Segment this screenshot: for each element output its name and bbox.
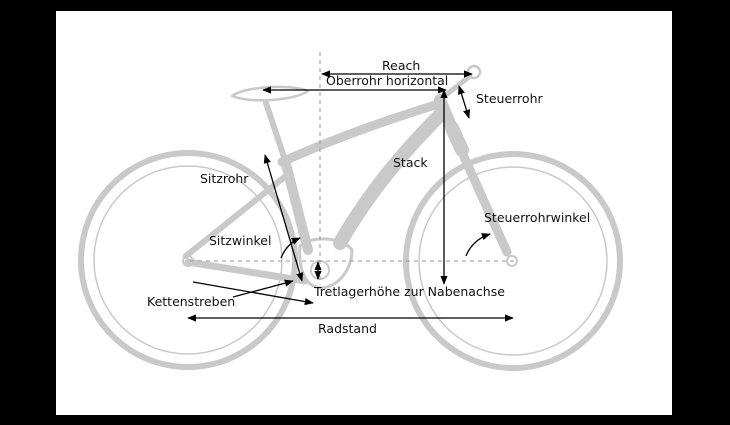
motor bbox=[298, 237, 354, 290]
chainstay-arrow-front bbox=[232, 279, 294, 298]
wheelbase-label: Radstand bbox=[318, 321, 377, 336]
dimension-lines bbox=[187, 70, 514, 322]
seat-angle-arc bbox=[280, 237, 301, 259]
labels: Reach Oberrohr horizontal Steuerrohr Sta… bbox=[147, 58, 590, 336]
seat-tube-arrow bbox=[263, 154, 304, 282]
head-angle-arc bbox=[465, 233, 491, 257]
chainstays-label: Kettenstreben bbox=[147, 294, 235, 309]
head-tube-arrow bbox=[457, 85, 471, 119]
seat-tube-label: Sitzrohr bbox=[200, 171, 249, 186]
front-rim bbox=[418, 166, 608, 356]
head-tube-label: Steuerrohr bbox=[476, 91, 543, 106]
saddle bbox=[230, 85, 310, 102]
chainstay-arrow-rear bbox=[192, 281, 314, 306]
fork-leg bbox=[455, 143, 512, 257]
seat-post bbox=[263, 100, 288, 163]
seat-angle-label: Sitzwinkel bbox=[209, 233, 271, 248]
front-dropout bbox=[506, 255, 518, 267]
chainstay bbox=[184, 258, 309, 285]
down-tube bbox=[333, 108, 447, 250]
reach-label: Reach bbox=[382, 58, 420, 73]
head-tube-angle-label: Steuerrohrwinkel bbox=[484, 210, 590, 225]
handlebar bbox=[466, 64, 482, 80]
stack-label: Stack bbox=[393, 155, 428, 170]
top-tube-horizontal-label: Oberrohr horizontal bbox=[326, 73, 448, 88]
bb-height-label: Tretlagerhöhe zur Nabenachse bbox=[313, 284, 505, 299]
guide-lines bbox=[190, 52, 515, 285]
